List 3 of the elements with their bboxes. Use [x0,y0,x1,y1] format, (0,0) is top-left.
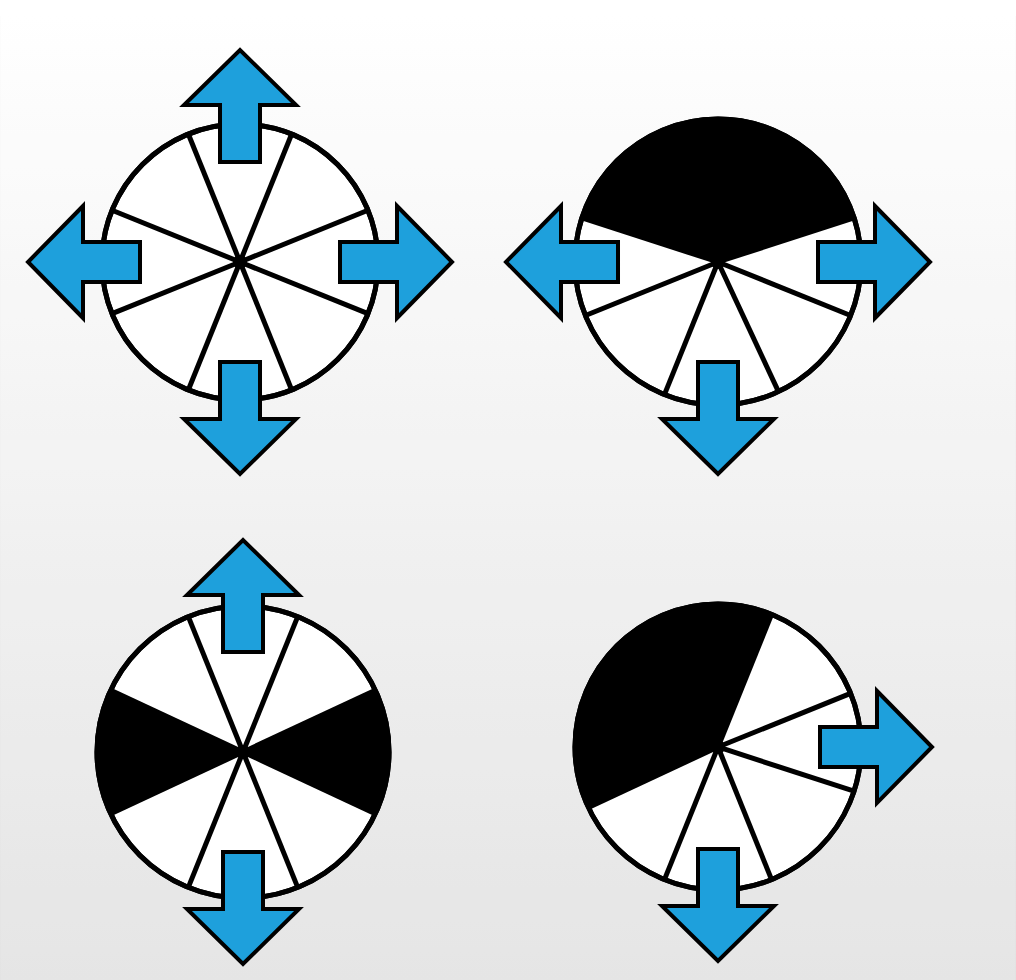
segmented-wheel-drawing [572,116,864,408]
segmented-wheel-drawing [572,601,864,893]
segmented-wheel-drawing [94,603,392,901]
